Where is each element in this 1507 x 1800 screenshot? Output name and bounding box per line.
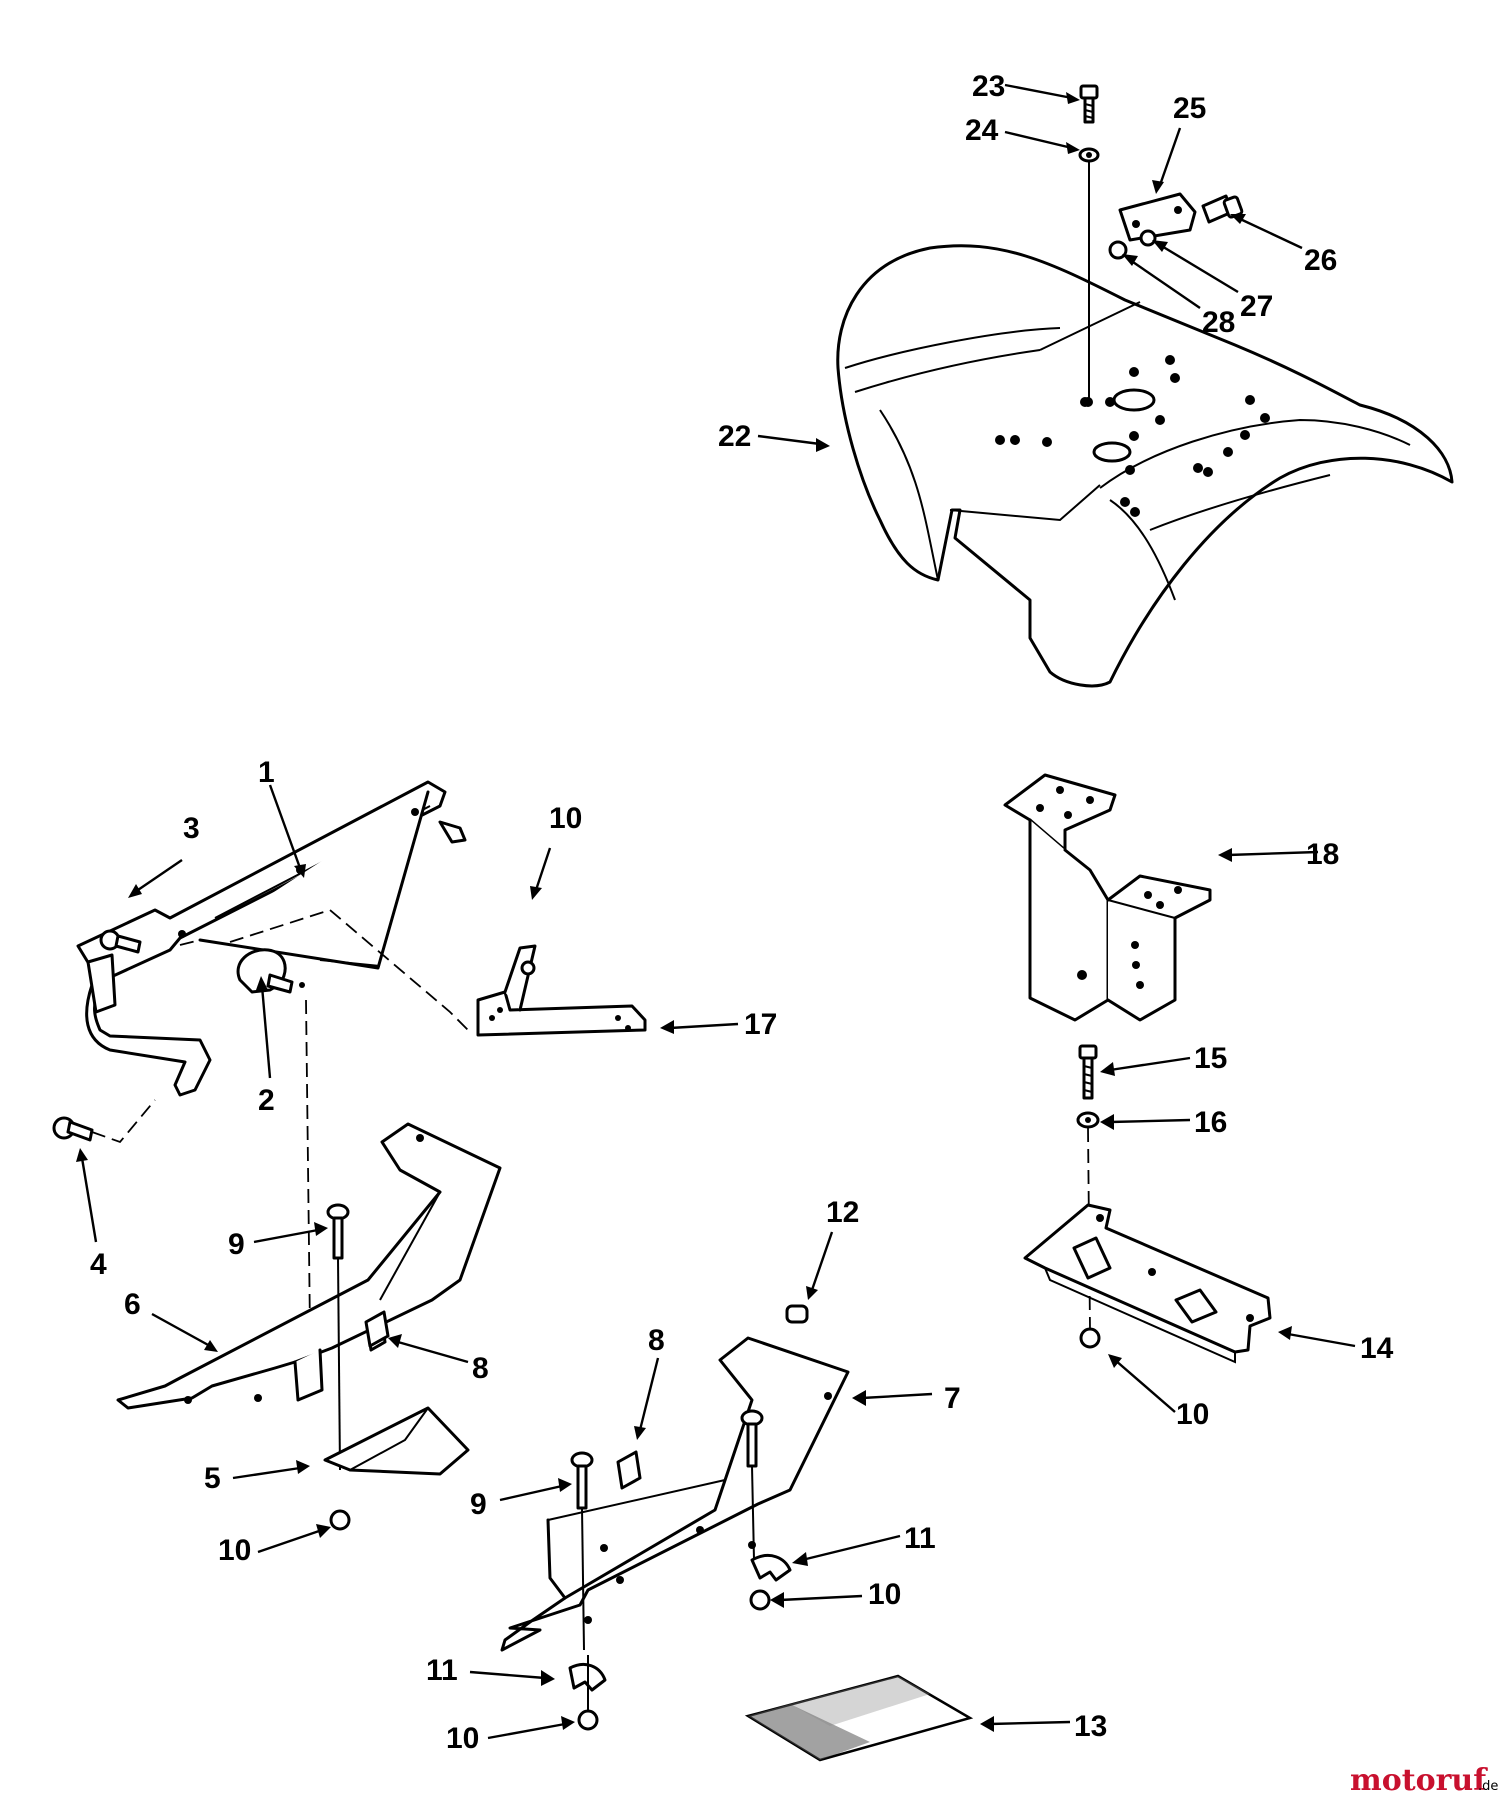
callout-7: 7 [944,1382,961,1415]
callout-15: 15 [1194,1042,1227,1075]
nut-part-10-left [329,1509,351,1531]
footrest-part-7 [500,1336,850,1652]
watermark-text: motoruf [1350,1763,1488,1798]
carriage-bolt-part-9-right [570,1451,594,1510]
callout-9-left: 9 [228,1228,245,1261]
callout-16: 16 [1194,1106,1227,1139]
callout-5: 5 [204,1462,221,1495]
nut-part-10-bar [1079,1327,1101,1349]
carriage-bolt-part-9-left [326,1203,350,1260]
callout-23: 23 [972,70,1005,103]
bolt-part-4 [52,1116,94,1142]
callout-13: 13 [1074,1710,1107,1743]
callout-10-rear: 10 [868,1578,901,1611]
knob-part-2 [236,948,305,994]
callout-28: 28 [1202,306,1235,339]
callout-17: 17 [744,1008,777,1041]
bolt-part-3 [99,929,142,954]
nut-part-27 [1139,229,1157,247]
callout-4: 4 [90,1248,107,1281]
callout-9-right: 9 [470,1488,487,1521]
callout-10-upper: 10 [549,802,582,835]
bar-part-14 [1023,1203,1272,1364]
callout-8-right: 8 [648,1324,665,1357]
brace-part-5 [323,1406,470,1476]
callout-12: 12 [826,1196,859,1229]
callout-14: 14 [1360,1332,1394,1365]
clip-part-11-rear [750,1554,792,1582]
fender-part-22 [836,244,1454,688]
bolt-part-26 [1201,194,1244,224]
nut-part-10-upper [520,960,536,976]
callout-6: 6 [124,1288,141,1321]
bracket-part-1 [76,780,467,1097]
footrest-part-6 [116,1122,502,1410]
bolt-part-15 [1078,1044,1098,1100]
callout-11-rear: 11 [904,1522,936,1555]
carriage-bolt-part-9-rear [740,1409,764,1468]
watermark-suffix: .de [1478,1779,1498,1794]
bracket-part-18 [1003,773,1212,1022]
bracket-part-17 [476,944,647,1037]
clip-part-8-left [364,1310,390,1348]
nut-part-10-front [577,1709,599,1731]
callout-8-left: 8 [472,1352,489,1385]
clip-part-8-right [616,1450,642,1490]
callout-3: 3 [183,812,200,845]
callout-labels: 23 24 25 26 27 28 22 1 3 10 18 17 [76,70,1394,1755]
callout-25: 25 [1173,92,1206,125]
callout-27: 27 [1240,290,1273,323]
pad-part-13 [744,1674,974,1762]
callout-2: 2 [258,1084,275,1117]
watermark-logo: motoruf .de [1350,1763,1498,1798]
callout-22: 22 [718,420,751,453]
callout-24: 24 [965,114,999,147]
nut-part-10-rear [749,1589,771,1611]
callout-11-front: 11 [426,1654,458,1687]
callout-1: 1 [258,756,275,789]
callout-10-bar: 10 [1176,1398,1209,1431]
bolt-part-23 [1079,84,1099,124]
callout-18: 18 [1306,838,1339,871]
plug-part-12 [785,1304,809,1324]
callout-10-front: 10 [446,1722,479,1755]
callout-10-left: 10 [218,1534,251,1567]
plate-part-25 [1118,192,1197,242]
callout-26: 26 [1304,244,1337,277]
